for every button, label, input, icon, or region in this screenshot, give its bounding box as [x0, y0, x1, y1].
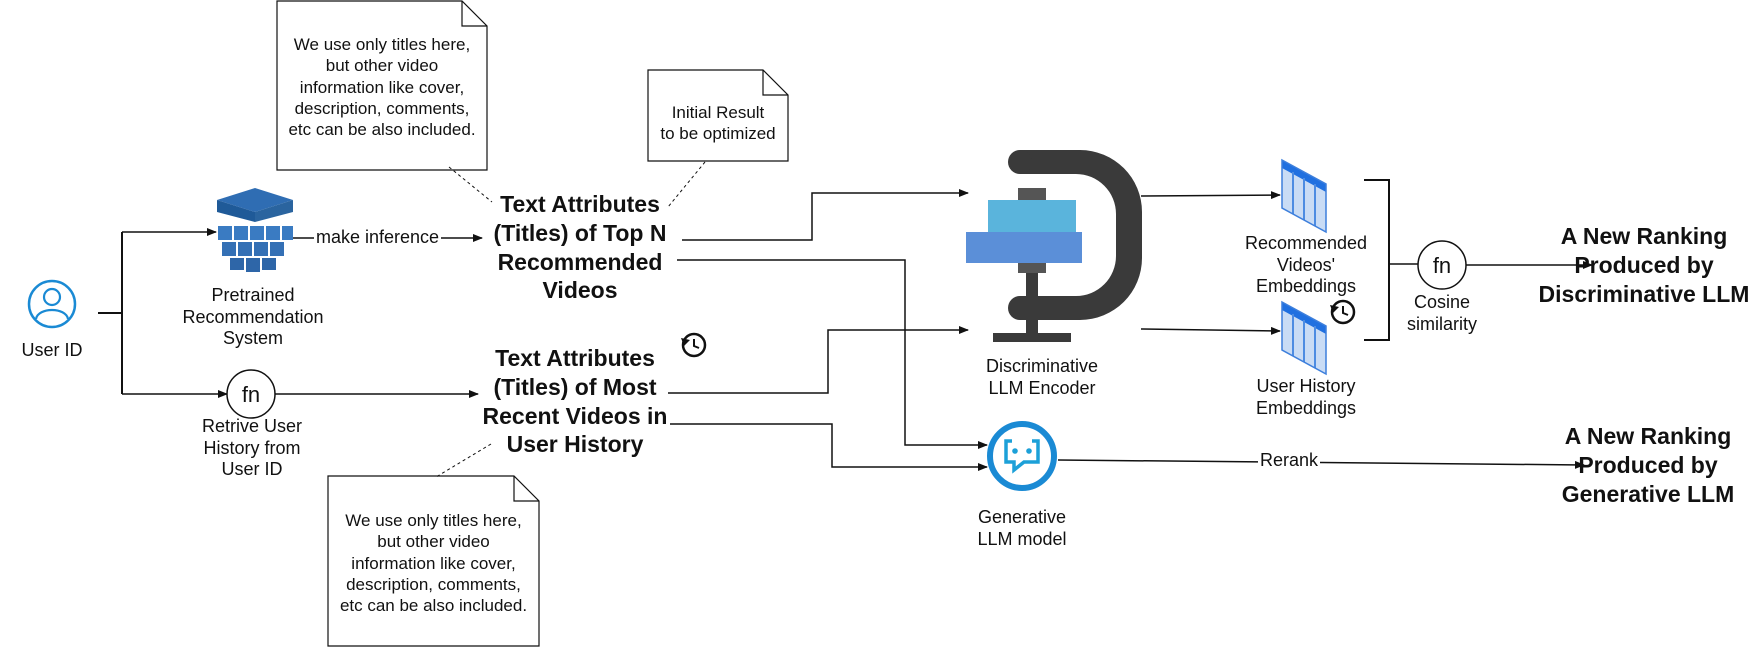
- make-inference-label: make inference: [314, 227, 442, 248]
- output-discriminative-label: A New Ranking Produced by Discriminative…: [1538, 223, 1750, 307]
- generative-llm-icon: [987, 421, 1057, 491]
- cosine-similarity-label: Cosine similarity: [1407, 292, 1477, 334]
- initial-result-note-text: Initial Result to be optimized: [660, 103, 776, 144]
- hist-embeddings-label: User History Embeddings: [1255, 376, 1357, 418]
- cosine-fn-symbol: fn: [1432, 253, 1452, 278]
- retrieve-fn-symbol: fn: [241, 382, 261, 407]
- embedding-table-icon: [1281, 158, 1327, 234]
- user-id-label: User ID: [21, 340, 83, 360]
- top-note-text: We use only titles here, but other video…: [288, 35, 476, 139]
- text-recent-label: Text Attributes (Titles) of Most Recent …: [482, 345, 668, 458]
- output-generative-label: A New Ranking Produced by Generative LLM: [1561, 423, 1735, 507]
- top-note-shape: [276, 0, 488, 171]
- user-icon: [27, 279, 77, 329]
- rerank-arrow: [1057, 459, 1585, 469]
- initial-note-shape: [647, 69, 789, 162]
- user-id-connectors: [98, 228, 228, 398]
- initial-note-connector: [667, 161, 706, 208]
- bottom-note-connector: [435, 443, 492, 478]
- flow-connectors: [668, 189, 988, 471]
- bottom-note-text: We use only titles here, but other video…: [339, 511, 528, 615]
- pretrained-system-label: Pretrained Recommendation System: [182, 285, 324, 349]
- history-icon: [1330, 299, 1356, 325]
- embedding-table-icon: [1281, 300, 1327, 376]
- history-icon: [681, 332, 707, 358]
- generative-label: Generative LLM model: [977, 507, 1067, 549]
- rerank-label: Rerank: [1258, 450, 1321, 471]
- text-topn-label: Text Attributes (Titles) of Top N Recomm…: [493, 191, 667, 304]
- encoder-outputs: [1140, 191, 1281, 335]
- rec-embeddings-label: Recommended Videos' Embeddings: [1244, 233, 1368, 297]
- encoder-label: Discriminative LLM Encoder: [985, 356, 1099, 398]
- retrieve-history-label: Retrive User History from User ID: [201, 416, 303, 480]
- cube-stack-icon: [217, 188, 293, 272]
- bracket-connector: [1364, 179, 1418, 341]
- bottom-note-shape: [327, 475, 540, 647]
- clamp-icon: [966, 150, 1142, 342]
